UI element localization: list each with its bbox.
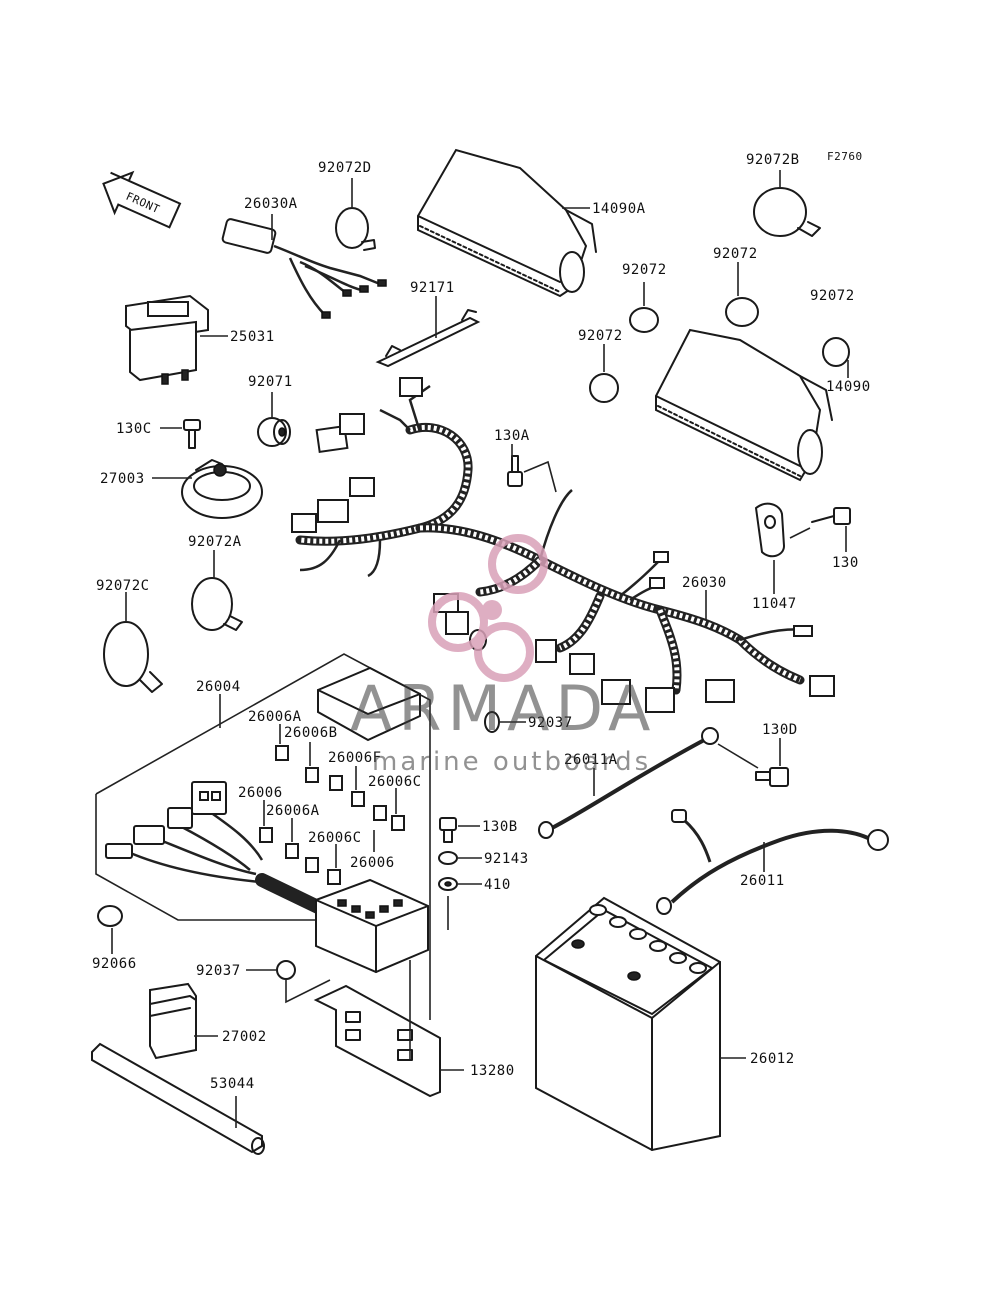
label-11047: 11047 — [752, 596, 797, 612]
fuse-sub-harness — [105, 781, 327, 915]
fuse-26006C-2 — [305, 857, 319, 873]
label-26030: 26030 — [682, 575, 727, 591]
label-14090A: 14090A — [592, 201, 646, 217]
watermark-tagline: marine outboards — [372, 747, 651, 777]
cable-26011 — [656, 809, 889, 915]
band-92072C — [103, 621, 163, 693]
label-410: 410 — [484, 877, 511, 893]
label-130: 130 — [832, 555, 859, 571]
bolt-130C — [183, 419, 201, 449]
label-130C: 130C — [116, 421, 152, 437]
label-26006-2: 26006 — [350, 855, 395, 871]
label-92072-c: 92072 — [578, 328, 623, 344]
label-26006A-1: 26006A — [248, 709, 302, 725]
label-92066: 92066 — [92, 956, 137, 972]
fuse-26006B — [305, 767, 319, 783]
label-92072C: 92072C — [96, 578, 150, 594]
fuse-26006C-2b — [327, 869, 341, 885]
cover-14090 — [655, 328, 833, 482]
fuse-26006F — [329, 775, 343, 791]
fuse-26006-1 — [259, 827, 273, 843]
tube-53044 — [91, 1042, 265, 1155]
label-92072D: 92072D — [318, 160, 372, 176]
clip-92037-1 — [484, 711, 500, 733]
relay-27002 — [149, 982, 197, 1060]
brand-logo-icon — [428, 534, 548, 682]
label-92037-1: 92037 — [528, 715, 573, 731]
label-26012: 26012 — [750, 1051, 795, 1067]
bolt-130A — [507, 455, 523, 487]
label-26006B: 26006B — [284, 725, 338, 741]
label-92171: 92171 — [410, 280, 455, 296]
horn-27003 — [181, 459, 263, 519]
label-27002: 27002 — [222, 1029, 267, 1045]
grommet-92071 — [257, 417, 291, 447]
label-92072B: 92072B — [746, 152, 800, 168]
plate-11047 — [754, 502, 786, 558]
bracket-92171 — [375, 309, 481, 368]
label-26006C-1: 26006C — [368, 774, 422, 790]
label-92071: 92071 — [248, 374, 293, 390]
label-26006C-2: 26006C — [308, 830, 362, 846]
label-26011A: 26011A — [564, 752, 618, 768]
label-26030A: 26030A — [244, 196, 298, 212]
front-arrow-icon: FRONT — [102, 170, 182, 229]
label-92072-d: 92072 — [810, 288, 855, 304]
label-92143: 92143 — [484, 851, 529, 867]
label-92072A: 92072A — [188, 534, 242, 550]
hour-meter-25031 — [125, 294, 209, 385]
bolt-130 — [811, 507, 851, 525]
label-130A: 130A — [494, 428, 530, 444]
collar-92143 — [438, 851, 458, 865]
clamp-92072-d — [822, 337, 850, 367]
bracket-13280 — [313, 984, 441, 1098]
fuse-26006A-2 — [285, 843, 299, 859]
clamp-92072-a — [629, 307, 659, 333]
cable-26011A — [538, 727, 719, 839]
label-130B: 130B — [482, 819, 518, 835]
label-27003: 27003 — [100, 471, 145, 487]
label-92072-a: 92072 — [622, 262, 667, 278]
band-92072A — [191, 577, 243, 631]
label-26004: 26004 — [196, 679, 241, 695]
clamp-92072-b — [725, 297, 759, 327]
clip-92037-2 — [276, 960, 296, 980]
label-26006A-2: 26006A — [266, 803, 320, 819]
band-92072B — [753, 187, 821, 237]
label-130D: 130D — [762, 722, 798, 738]
clamp-92072-c — [589, 373, 619, 403]
fuse-block — [315, 878, 429, 974]
fuse-26006F-b — [351, 791, 365, 807]
battery-26012 — [535, 896, 721, 1152]
label-13280: 13280 — [470, 1063, 515, 1079]
bolt-130B — [439, 817, 457, 843]
band-92072D — [335, 207, 376, 251]
figure-code: F2760 — [827, 150, 863, 163]
label-14090: 14090 — [826, 379, 871, 395]
label-92037-2: 92037 — [196, 963, 241, 979]
fuse-box-lid — [317, 666, 421, 742]
fuse-26006C-1b — [391, 815, 405, 831]
cover-14090A — [417, 148, 597, 298]
main-harness-26030 — [291, 377, 835, 713]
fuse-26006C-1 — [373, 805, 387, 821]
label-53044: 53044 — [210, 1076, 255, 1092]
label-26006-1: 26006 — [238, 785, 283, 801]
watermark-brand: ARMADA — [350, 672, 656, 745]
washer-410 — [438, 877, 458, 891]
label-25031: 25031 — [230, 329, 275, 345]
label-26006F: 26006F — [328, 750, 382, 766]
grommet-92066 — [97, 905, 123, 927]
label-26011: 26011 — [740, 873, 785, 889]
fuse-26006A-1 — [275, 745, 289, 761]
bolt-130D — [755, 767, 789, 787]
sub-harness-26030A — [221, 218, 387, 319]
label-92072-b: 92072 — [713, 246, 758, 262]
